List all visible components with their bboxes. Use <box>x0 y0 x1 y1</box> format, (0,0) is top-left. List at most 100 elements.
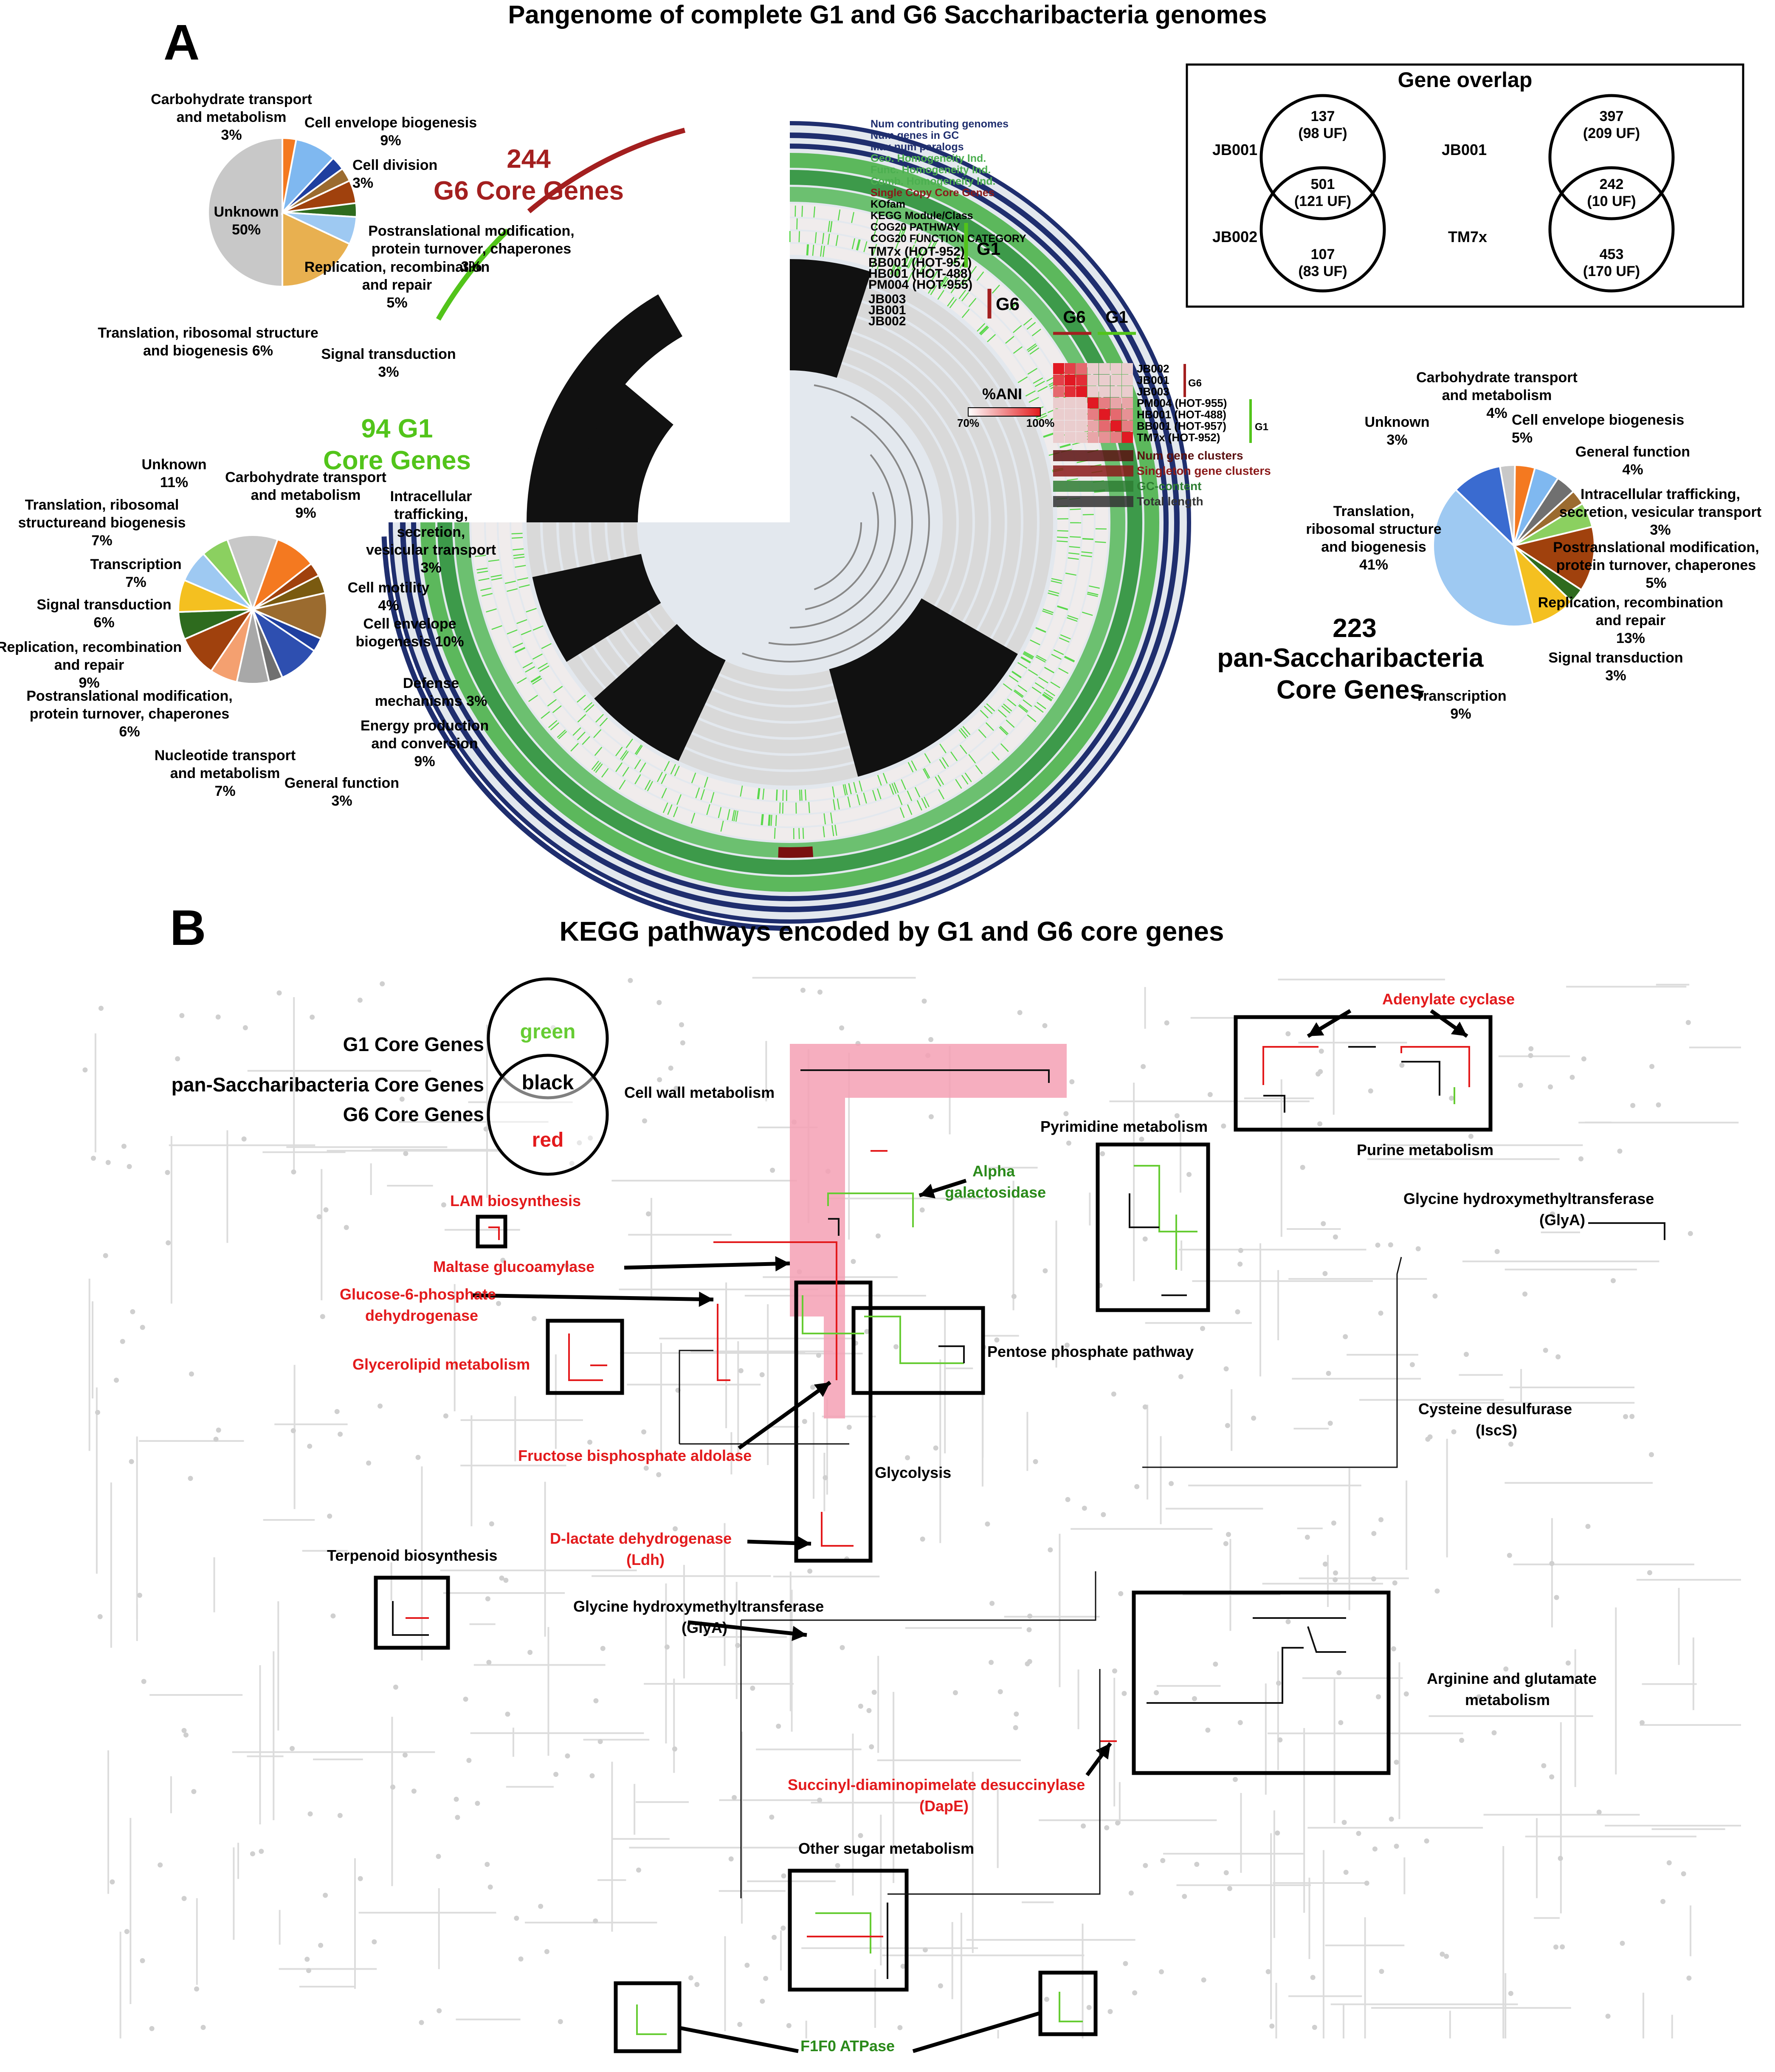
function-tick <box>690 812 696 824</box>
function-tick <box>822 233 825 244</box>
bg-node <box>835 1863 840 1868</box>
bg-node <box>1508 1991 1513 1996</box>
function-tick <box>924 797 930 807</box>
bg-node <box>1378 1311 1383 1316</box>
function-tick <box>761 814 764 826</box>
heatmap-cell <box>1076 397 1087 409</box>
function-tick <box>530 675 541 682</box>
bg-node <box>938 1983 943 1989</box>
bg-node <box>1379 1969 1384 1974</box>
bg-node <box>1338 1720 1344 1725</box>
bg-node <box>1464 1352 1469 1357</box>
function-tick <box>924 753 931 764</box>
kegg-background-network <box>82 977 1741 2038</box>
box-glycolysis <box>794 1280 873 1563</box>
function-tick <box>1037 415 1048 420</box>
function-tick <box>1042 609 1054 613</box>
trace-purine-black <box>1263 1095 1285 1113</box>
function-tick <box>991 751 1000 761</box>
function-tick <box>893 782 899 793</box>
function-tick <box>732 810 735 821</box>
bg-node <box>786 2023 792 2028</box>
bg-node <box>1375 1242 1381 1248</box>
pie-g6-label: 3% <box>461 259 482 275</box>
function-tick <box>980 710 989 719</box>
function-tick <box>1028 669 1038 676</box>
function-tick <box>986 703 995 712</box>
bg-node <box>403 1752 408 1758</box>
bg-node <box>866 1708 872 1713</box>
heatmap-cell <box>1110 409 1121 420</box>
function-tick <box>644 780 651 790</box>
bg-node <box>1112 1668 1117 1674</box>
f1f0-connector-right <box>912 2011 1041 2053</box>
bg-node <box>928 1037 934 1042</box>
bg-node <box>1118 1591 1124 1596</box>
g6-core-count: 244 <box>507 144 551 174</box>
function-tick <box>806 244 808 256</box>
bg-node <box>694 1982 700 1987</box>
bg-node <box>393 1684 398 1690</box>
bg-node <box>188 1476 193 1481</box>
function-tick <box>599 717 608 727</box>
heatmap-cell <box>1099 409 1110 420</box>
bg-node <box>673 1526 678 1531</box>
bg-node <box>1235 1309 1240 1315</box>
function-tick <box>960 275 967 285</box>
bg-node <box>1321 1221 1326 1226</box>
bg-node <box>1275 1830 1280 1836</box>
venn-left-mid-count: 501 <box>1311 176 1335 192</box>
heatmap-cell <box>1122 375 1133 386</box>
panel-b-title: KEGG pathways encoded by G1 and G6 core … <box>560 916 1224 947</box>
function-tick <box>558 731 567 739</box>
pie-g6-label: Signal transduction <box>321 346 456 362</box>
bg-node <box>1685 1020 1691 1025</box>
bg-node <box>137 1593 142 1598</box>
pie-pan-label: Intracellular trafficking, <box>1581 486 1740 502</box>
bg-node <box>1101 1512 1106 1517</box>
heatmap-cell <box>1110 363 1121 374</box>
bg-node <box>505 1711 510 1717</box>
trace-alpha-black <box>828 1218 840 1236</box>
bg-node <box>1251 1415 1257 1421</box>
pie-pan-label: Signal transduction <box>1548 650 1683 666</box>
bg-node <box>636 1867 641 1873</box>
function-tick <box>1070 508 1081 510</box>
bg-node <box>489 1521 494 1527</box>
bg-node <box>1312 2024 1317 2030</box>
venn-left-bot-uf: (83 UF) <box>1298 263 1347 279</box>
bg-node <box>110 1879 115 1885</box>
heatmap-cell <box>1110 386 1121 397</box>
bg-node <box>337 1813 343 1818</box>
heatmap-cell <box>1099 386 1110 397</box>
bg-node <box>1611 1278 1616 1283</box>
bg-node <box>1333 1234 1338 1240</box>
g1-core-count: 94 G1 <box>361 414 433 443</box>
label-ldh-2: (Ldh) <box>626 1551 665 1568</box>
layer-label: COG20 PATHWAY <box>871 221 960 233</box>
heatmap-cell <box>1065 363 1076 374</box>
bg-node <box>869 1744 874 1750</box>
bg-node <box>1042 1023 1048 1029</box>
bg-node <box>338 1432 343 1437</box>
bg-node <box>1113 1350 1119 1356</box>
function-tick <box>634 759 641 770</box>
heatmap-cell <box>1088 409 1099 420</box>
function-tick <box>813 206 815 218</box>
pie-g6-label: Cell division <box>352 157 437 173</box>
pie-g6-label: Unknown <box>214 204 279 220</box>
label-dape-2: (DapE) <box>919 1797 969 1815</box>
heatmap-side-g6: G6 <box>1188 378 1202 389</box>
function-tick <box>1059 637 1070 643</box>
pie-g6-label: Cell envelope biogenesis <box>304 115 477 131</box>
function-tick <box>1048 592 1059 597</box>
bg-node <box>531 1316 537 1321</box>
pie-g6-label: 3% <box>221 127 242 143</box>
bg-node <box>1341 1820 1347 1825</box>
function-tick <box>842 784 846 796</box>
bg-node <box>1409 1362 1415 1367</box>
function-tick <box>1035 627 1046 633</box>
pie-pan-core <box>1432 464 1595 627</box>
pie-g6-label: and metabolism <box>177 109 287 125</box>
bg-node <box>1336 1670 1342 1675</box>
